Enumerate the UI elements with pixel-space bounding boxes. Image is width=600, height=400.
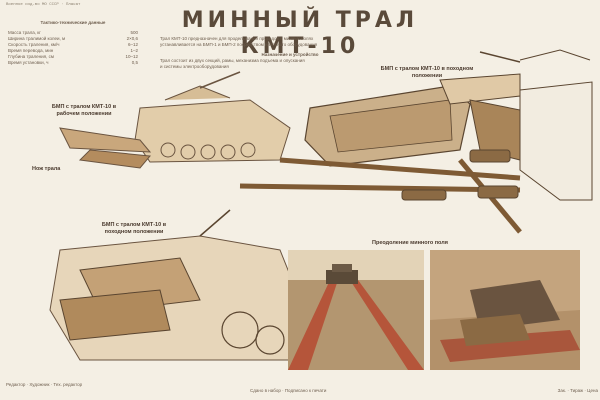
bmp-working-illustration	[59, 71, 291, 169]
photo-minefield-1-art	[288, 250, 424, 370]
spec-block: Тактико-технические данные Масса трала, …	[8, 20, 138, 105]
photo-minefield-2-art	[430, 250, 580, 370]
label-bmp-travel: БМП с тралом КМТ-10 в походном положении	[380, 66, 474, 79]
label-bmp-travel2: БМП с тралом КМТ-10 в походном положении	[101, 222, 167, 235]
spec-heading: Тактико-технические данные	[40, 20, 106, 25]
label-passing: Преодоление минного поля	[372, 240, 448, 246]
trawl-section-main	[304, 73, 531, 167]
photo-minefield-1	[288, 250, 424, 370]
page-title: МИННЫЙ ТРАЛ КМТ-10	[181, 8, 419, 59]
bottom-mid-note: Сдано в набор · Подписано к печати	[250, 388, 327, 393]
top-note: Военное изд-во МО СССР · Плакат	[6, 3, 81, 7]
intro-text: Трал КМТ-10 предназначен для проделывани…	[160, 36, 318, 47]
label-bmp-working: БМП с тралом КМТ-10 в рабочем положении	[51, 104, 117, 117]
bottom-left-note: Редактор · Художник · Тех. редактор	[6, 382, 83, 387]
label-trawl-knife: Нож трала	[32, 166, 61, 172]
mid-text: Назначение и устройство Трал состоит из …	[160, 52, 319, 69]
trawl-rollers	[401, 149, 519, 201]
bottom-right-note: Зак. · Тираж · Цена	[557, 388, 598, 393]
bmp-travel-illustration	[49, 209, 301, 361]
tank-outline-right	[479, 49, 593, 201]
photo-minefield-2	[430, 250, 580, 370]
